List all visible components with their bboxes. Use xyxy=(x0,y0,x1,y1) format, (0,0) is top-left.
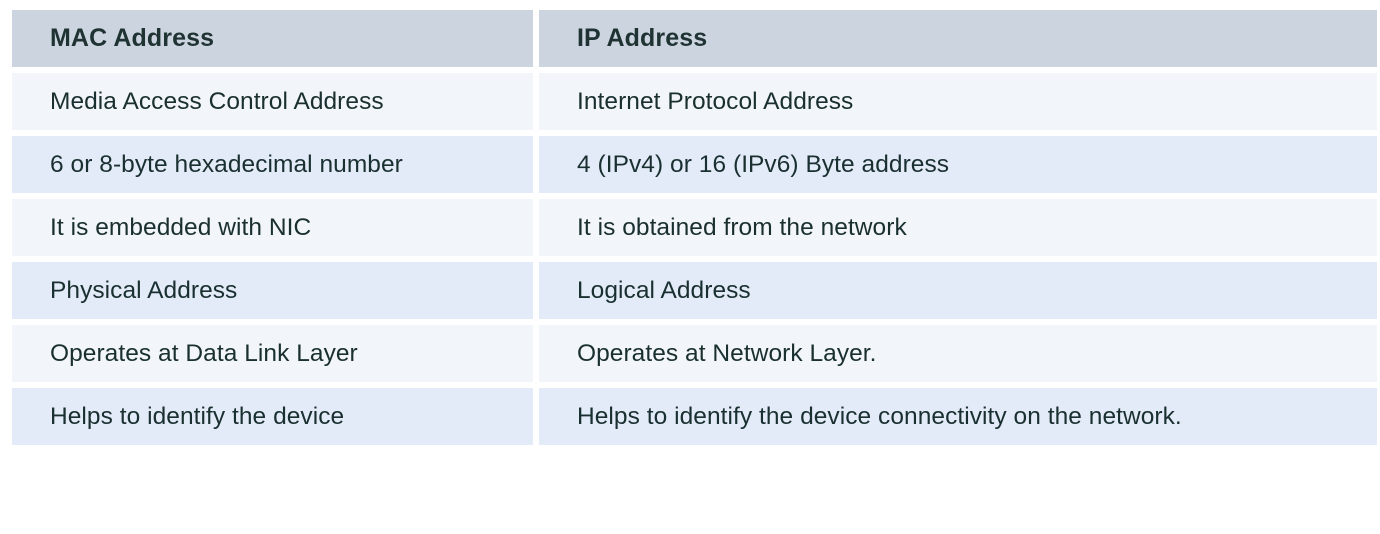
cell-ip-address: Logical Address xyxy=(539,262,1377,319)
table-header: MAC Address IP Address xyxy=(12,10,1377,67)
cell-ip-address: Helps to identify the device connectivit… xyxy=(539,388,1377,445)
table-body: Media Access Control Address Internet Pr… xyxy=(12,73,1377,445)
cell-mac-address: 6 or 8-byte hexadecimal number xyxy=(12,136,533,193)
table-header-row: MAC Address IP Address xyxy=(12,10,1377,67)
table-row: Operates at Data Link Layer Operates at … xyxy=(12,325,1377,382)
cell-ip-address: Operates at Network Layer. xyxy=(539,325,1377,382)
table-row: Helps to identify the device Helps to id… xyxy=(12,388,1377,445)
cell-mac-address: Operates at Data Link Layer xyxy=(12,325,533,382)
column-header-mac-address: MAC Address xyxy=(12,10,533,67)
cell-ip-address: Internet Protocol Address xyxy=(539,73,1377,130)
table-row: It is embedded with NIC It is obtained f… xyxy=(12,199,1377,256)
table-row: 6 or 8-byte hexadecimal number 4 (IPv4) … xyxy=(12,136,1377,193)
cell-mac-address: Media Access Control Address xyxy=(12,73,533,130)
mac-vs-ip-comparison-table: MAC Address IP Address Media Access Cont… xyxy=(6,4,1380,451)
table-row: Physical Address Logical Address xyxy=(12,262,1377,319)
cell-mac-address: It is embedded with NIC xyxy=(12,199,533,256)
cell-mac-address: Helps to identify the device xyxy=(12,388,533,445)
table-row: Media Access Control Address Internet Pr… xyxy=(12,73,1377,130)
column-header-ip-address: IP Address xyxy=(539,10,1377,67)
cell-ip-address: 4 (IPv4) or 16 (IPv6) Byte address xyxy=(539,136,1377,193)
cell-ip-address: It is obtained from the network xyxy=(539,199,1377,256)
cell-mac-address: Physical Address xyxy=(12,262,533,319)
